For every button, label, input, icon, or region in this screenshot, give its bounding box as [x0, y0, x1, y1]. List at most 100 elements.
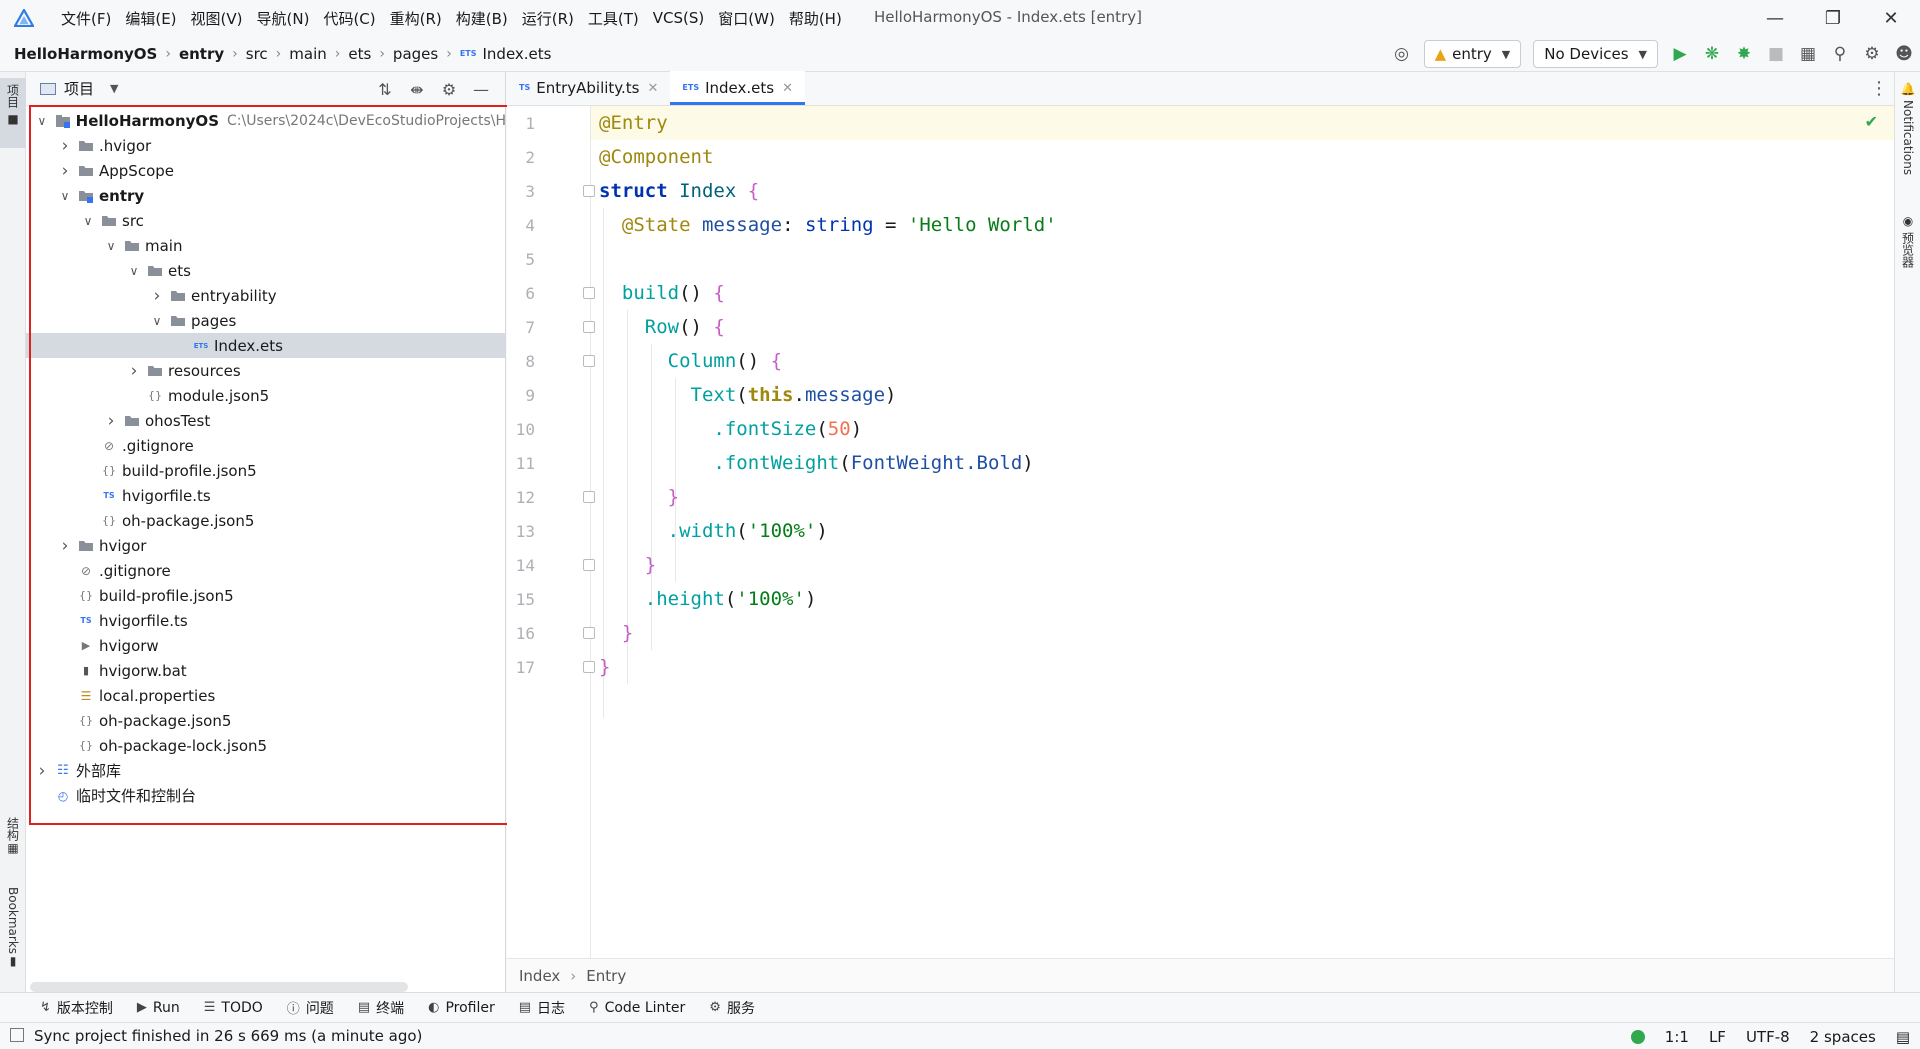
previewer-tool-tab[interactable]: ◉ 预览器	[1895, 214, 1920, 294]
tree-item[interactable]: ◴临时文件和控制台	[26, 783, 506, 808]
chevron-down-icon[interactable]: ∨	[106, 238, 116, 253]
chevron-down-icon[interactable]: ∨	[83, 213, 93, 228]
tree-item[interactable]: ›☷外部库	[26, 758, 506, 783]
menu-item[interactable]: 工具(T)	[587, 9, 639, 28]
attach-debugger-icon[interactable]: ✸	[1736, 44, 1752, 64]
settings-gear-icon[interactable]: ⚙	[1864, 44, 1880, 64]
tree-item[interactable]: ▶hvigorw	[26, 633, 506, 658]
tree-item[interactable]: ›hvigor	[26, 533, 506, 558]
chevron-down-icon[interactable]: ∨	[37, 113, 47, 128]
line-number[interactable]: 4	[525, 216, 535, 235]
editor-crumb[interactable]: Entry	[586, 966, 627, 985]
lock-icon[interactable]: ▤	[1895, 1027, 1910, 1046]
breadcrumb-item[interactable]: pages	[392, 44, 439, 63]
code-area[interactable]: @Entry @Component struct Index { @State …	[599, 106, 1889, 958]
fold-marker-icon[interactable]	[583, 491, 595, 503]
menu-item[interactable]: 窗口(W)	[718, 9, 775, 28]
more-options-icon[interactable]: ⋮	[1870, 78, 1888, 99]
line-number[interactable]: 5	[525, 250, 535, 269]
tree-item[interactable]: ▮hvigorw.bat	[26, 658, 506, 683]
restore-button[interactable]: ❐	[1824, 7, 1842, 29]
close-icon[interactable]: ✕	[782, 80, 793, 96]
project-panel-title[interactable]: 项目	[64, 80, 95, 98]
menu-item[interactable]: 导航(N)	[256, 9, 310, 28]
line-number[interactable]: 9	[525, 386, 535, 405]
line-number[interactable]: 6	[525, 284, 535, 303]
fold-marker-icon[interactable]	[583, 559, 595, 571]
line-number[interactable]: 8	[525, 352, 535, 371]
line-number[interactable]: 11	[515, 454, 535, 473]
line-number[interactable]: 12	[515, 488, 535, 507]
line-number[interactable]: 2	[525, 148, 535, 167]
breadcrumb-item[interactable]: main	[289, 44, 327, 63]
account-icon[interactable]: ☻	[1895, 44, 1913, 64]
menu-item[interactable]: 代码(C)	[323, 9, 376, 28]
tree-item[interactable]: ›AppScope	[26, 158, 506, 183]
run-icon[interactable]: ▶	[1673, 44, 1687, 64]
file-encoding[interactable]: UTF-8	[1745, 1027, 1790, 1046]
cursor-position[interactable]: 1:1	[1664, 1027, 1689, 1046]
tree-item[interactable]: ⊘.gitignore	[26, 433, 506, 458]
menu-item[interactable]: 运行(R)	[521, 9, 574, 28]
no-problems-check-icon[interactable]: ✔	[1864, 112, 1878, 131]
tree-item[interactable]: {}oh-package-lock.json5	[26, 733, 506, 758]
menu-item[interactable]: 文件(F)	[61, 9, 112, 28]
menu-item[interactable]: 编辑(E)	[125, 9, 177, 28]
tree-item[interactable]: {}oh-package.json5	[26, 708, 506, 733]
line-number[interactable]: 1	[525, 114, 535, 133]
indent-setting[interactable]: 2 spaces	[1809, 1027, 1876, 1046]
chevron-right-icon[interactable]: ›	[61, 160, 69, 181]
editor-crumb[interactable]: Index	[519, 966, 561, 985]
minimize-button[interactable]: —	[1766, 7, 1784, 29]
line-number[interactable]: 3	[525, 182, 535, 201]
device-selector[interactable]: No Devices ▼	[1533, 40, 1658, 68]
breadcrumb-item[interactable]: HelloHarmonyOS	[14, 44, 158, 63]
module-selector[interactable]: ▲ entry ▼	[1423, 40, 1522, 68]
tree-item[interactable]: ›resources	[26, 358, 506, 383]
tree-item[interactable]: {}module.json5	[26, 383, 506, 408]
line-number[interactable]: 10	[515, 420, 535, 439]
bookmarks-tool-tab[interactable]: Bookmarks ▮	[0, 887, 26, 997]
fold-marker-icon[interactable]	[583, 321, 595, 333]
stop-icon[interactable]: ■	[1767, 44, 1785, 64]
tool-window-button[interactable]: ▤日志	[519, 998, 565, 1018]
menu-item[interactable]: 构建(B)	[455, 9, 508, 28]
tree-item[interactable]: ›.hvigor	[26, 133, 506, 158]
line-number[interactable]: 15	[515, 590, 535, 609]
fold-marker-icon[interactable]	[583, 287, 595, 299]
chevron-right-icon[interactable]: ›	[61, 535, 69, 556]
tree-item[interactable]: ›entryability	[26, 283, 506, 308]
line-number[interactable]: 17	[515, 658, 535, 677]
device-manager-icon[interactable]: ▦	[1799, 44, 1817, 64]
tool-window-button[interactable]: ◐Profiler	[428, 1000, 495, 1016]
search-icon[interactable]: ⚲	[1833, 44, 1847, 64]
tool-window-button[interactable]: ▶Run	[137, 1000, 180, 1016]
status-message[interactable]: Sync project finished in 26 s 669 ms (a …	[34, 1027, 423, 1045]
breadcrumb-item[interactable]: entry	[178, 44, 225, 63]
line-number[interactable]: 13	[515, 522, 535, 541]
horizontal-scrollbar[interactable]	[30, 982, 408, 992]
close-icon[interactable]: ✕	[647, 80, 659, 96]
breadcrumb-item[interactable]: Index.ets	[482, 44, 552, 63]
chevron-right-icon[interactable]: ›	[130, 360, 138, 381]
tree-item[interactable]: ∨ets	[26, 258, 506, 283]
chevron-right-icon[interactable]: ›	[153, 285, 161, 306]
fold-marker-icon[interactable]	[583, 627, 595, 639]
line-number[interactable]: 14	[515, 556, 535, 575]
tree-item[interactable]: ☰local.properties	[26, 683, 506, 708]
tool-window-button[interactable]: ↯版本控制	[40, 998, 113, 1018]
tab-index-ets[interactable]: ETS Index.ets ✕	[670, 71, 805, 105]
line-number[interactable]: 7	[525, 318, 535, 337]
tree-item[interactable]: {}build-profile.json5	[26, 458, 506, 483]
status-ok-icon[interactable]	[1630, 1029, 1645, 1044]
tool-window-button[interactable]: ⚙服务	[709, 998, 755, 1018]
hide-panel-icon[interactable]: —	[473, 79, 489, 99]
menu-item[interactable]: 重构(R)	[389, 9, 442, 28]
chevron-down-icon[interactable]: ▼	[110, 82, 119, 95]
tree-item[interactable]: ∨pages	[26, 308, 506, 333]
menu-item[interactable]: 帮助(H)	[788, 9, 842, 28]
menu-item[interactable]: VCS(S)	[652, 9, 705, 27]
